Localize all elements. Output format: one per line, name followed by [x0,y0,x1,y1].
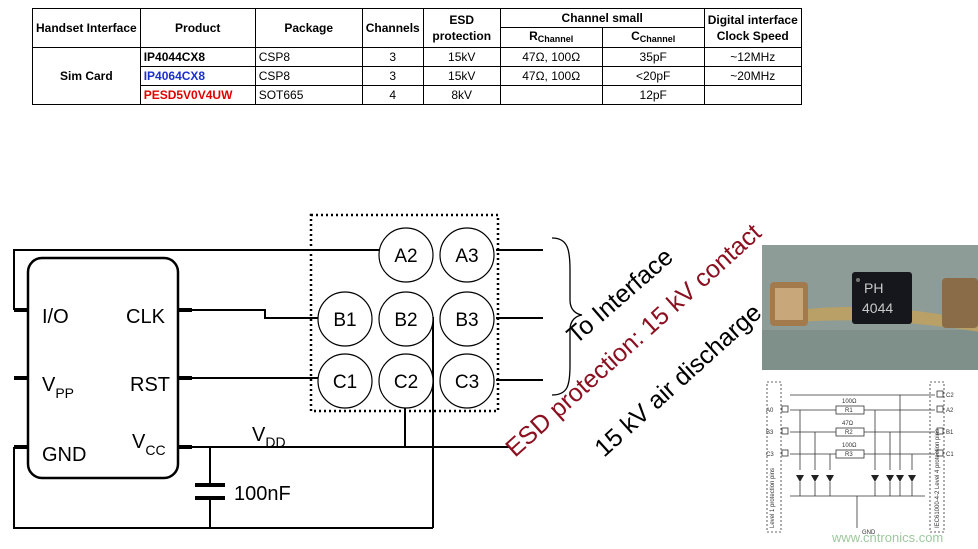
ball-c1 [317,353,373,409]
ball-b3 [439,291,495,347]
ball-a3 [439,227,495,283]
esd-cell: 8kV [422,85,501,105]
col-digital-line2: Clock Speed [716,29,789,43]
sch-level1: Level 1 protection pins [770,468,776,528]
capacitor [195,483,225,500]
sch-pin-left: B3 [766,430,774,436]
vdd-main: V [252,424,266,446]
pin-clk-label: CLK [126,306,166,328]
schematic-pin-boxes [781,390,944,457]
ball-label: B1 [333,310,356,331]
col-handset-interface: Handset Interface [32,8,141,48]
product-cell: PESD5V0V4UW [139,85,256,105]
table-row: PESD5V0V4UW SOT665 4 8kV 12pF [33,85,802,105]
ball-c3 [439,353,495,409]
schematic-diodes [796,475,916,482]
package-cell: CSP8 [254,66,363,86]
sch-pin-right: A2 [946,408,954,414]
ball-c2 [378,353,434,409]
sch-pin-left: C3 [766,452,774,458]
channels-cell: 4 [361,85,424,105]
sch-res-value: 100Ω [842,443,857,449]
vcc-sub: CC [145,442,165,458]
sch-res-name: R3 [845,452,853,458]
package-cell: SOT665 [254,85,363,105]
sch-pin-right: C1 [946,452,954,458]
col-digital-line1: Digital interface [707,13,798,27]
sch-pin-right: B1 [946,430,954,436]
balls [317,227,495,409]
vcc-main: V [132,431,146,453]
product-cell: IP4064CX8 [139,66,256,86]
pin-vcc-label: VCC [132,431,166,458]
clock-cell: ~20MHz [703,66,802,86]
sch-res-value: 100Ω [842,399,857,405]
sch-res-name: R2 [845,430,853,436]
schematic-diode-leads [799,482,913,496]
clock-cell [703,85,802,105]
ball-label: C2 [394,372,418,393]
sch-pin-left: A0 [766,408,774,414]
ball-label: B3 [455,310,478,331]
col-product: Product [139,8,256,48]
product-table: Handset Interface Product Package Channe… [32,8,802,105]
air-discharge-note: 15 kV air discharge [589,298,767,462]
r-sub: Channel [537,34,574,44]
schematic-labels: A0 B3 C3 C2 A2 B1 C1 100Ω R1 47Ω R2 100Ω… [766,393,954,536]
device-photo: PH 4044 [762,245,978,370]
vdd-label: VDD [252,424,286,450]
interface-brace [551,237,583,396]
sim-card-block [26,256,180,480]
col-digital-interface: Digital interface Clock Speed [703,8,802,48]
pin-rst-label: RST [130,374,170,396]
ball-a2 [378,227,434,283]
ball-label: C1 [333,372,357,393]
pin-vpp-label: VPP [42,374,74,401]
product-cell: IP4044CX8 [139,47,256,67]
pin-io-label: I/O [42,306,69,328]
chip-marking-1: PH [864,280,883,296]
sch-res-value: 47Ω [842,421,854,427]
pin-stubs [14,308,192,449]
table-row: IP4064CX8 CSP8 3 15kV 47Ω, 100Ω <20pF ~2… [33,66,802,86]
group-sim-card: Sim Card [32,47,141,105]
r-cell: 47Ω, 100Ω [499,47,603,67]
capacitor-label: 100nF [234,483,291,505]
sch-gnd: GND [862,530,876,536]
sch-level4: IEC61000-4-2 Level 4 protection pins [935,429,941,528]
esd-cell: 15kV [422,47,501,67]
c-cell: <20pF [601,66,705,86]
protection-schematic [766,381,945,533]
col-esd-line1: ESD [449,13,475,27]
ball-b1 [317,291,373,347]
c-main: C [631,29,640,43]
col-esd-line2: protection [432,29,492,43]
ball-label: B2 [394,310,417,331]
vpp-main: V [42,374,56,396]
ball-label: A3 [455,246,478,267]
c-sub: Channel [639,34,676,44]
table-row: Sim Card IP4044CX8 CSP8 3 15kV 47Ω, 100Ω… [32,47,802,105]
watermark: www.cntronics.com [831,530,943,545]
vpp-sub: PP [55,385,74,401]
c-cell: 35pF [601,47,705,67]
package-cell: CSP8 [254,47,363,67]
pin-gnd-label: GND [42,444,86,466]
ball-labels: A2 A3 B1 B2 B3 C1 C2 C3 [333,246,479,393]
ball-label: A2 [394,246,417,267]
sch-pin-right: C2 [946,393,954,399]
sch-res-name: R1 [845,408,853,414]
chip-marking-2: 4044 [862,300,893,316]
vdd-sub: DD [265,434,285,450]
col-channels: Channels [361,8,424,48]
ball-b2 [378,291,434,347]
ball-label: C3 [455,372,479,393]
r-main: R [529,29,538,43]
csp-package-outline [309,213,500,413]
schematic-resistors [835,405,865,459]
r-cell: 47Ω, 100Ω [499,66,603,86]
